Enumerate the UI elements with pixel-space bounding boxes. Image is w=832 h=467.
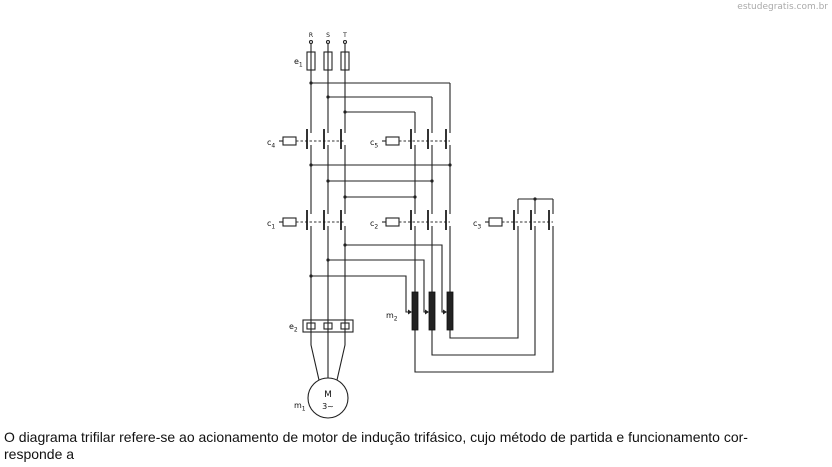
branch-col-450	[449, 83, 519, 339]
motor-symbol-letter: M	[324, 390, 332, 400]
overload-relay-label: e2	[289, 322, 298, 334]
fuse-r	[306, 51, 316, 71]
coil-c3	[488, 217, 503, 227]
contactor-c5: c5	[370, 129, 450, 150]
motor-m1: M 3~ m1	[294, 377, 349, 419]
contactor-c3-label: c3	[473, 219, 481, 231]
autotransformer-winding-1	[411, 291, 419, 331]
fuse-t	[340, 51, 350, 71]
supply-terminals	[308, 39, 348, 45]
terminal-s	[325, 39, 331, 45]
conductor-t	[336, 43, 346, 381]
contactor-c1: c1	[267, 210, 345, 231]
phase-label-t: T	[342, 32, 347, 39]
terminal-t	[342, 39, 348, 45]
junction	[413, 195, 417, 199]
phase-conductors	[310, 43, 346, 381]
question-line-1: O diagrama trifilar refere-se ao acionam…	[4, 429, 748, 445]
contactor-c5-label: c5	[370, 138, 378, 150]
junction	[343, 110, 347, 114]
contacts-c5	[410, 129, 447, 149]
junction	[533, 197, 537, 201]
star-bridge-c3	[517, 198, 554, 214]
junction	[309, 81, 313, 85]
three-phase-wiring-diagram: R S T e1	[267, 32, 554, 419]
coil-c5	[385, 136, 400, 146]
contactor-c3: c3	[473, 210, 553, 231]
contactor-c1-label: c1	[267, 219, 275, 231]
coil-c1	[282, 217, 297, 227]
junction	[430, 179, 434, 183]
junction	[448, 163, 452, 167]
autotransformer-winding-3	[446, 291, 454, 331]
bus-upper	[311, 82, 450, 113]
autotransformer-m2: m2	[386, 291, 454, 331]
thermal-element-t	[340, 322, 350, 330]
junction	[309, 274, 313, 278]
phase-label-s: S	[326, 32, 330, 39]
junction	[343, 195, 347, 199]
contacts-c2	[410, 210, 447, 230]
motor-symbol	[307, 377, 349, 419]
autotransformer-winding-2	[428, 291, 436, 331]
fuse-s	[323, 51, 333, 71]
motor-label: m1	[294, 401, 306, 413]
junction	[326, 95, 330, 99]
junction	[309, 163, 313, 167]
thermal-element-r	[306, 322, 316, 330]
tap-arrow-2	[425, 309, 429, 315]
coil-c2	[385, 217, 400, 227]
phase-label-r: R	[309, 32, 313, 39]
contactor-c2: c2	[370, 210, 450, 231]
phase-labels: R S T	[309, 32, 347, 39]
junction	[326, 179, 330, 183]
thermal-element-s	[323, 322, 333, 330]
contactor-c4: c4	[267, 129, 345, 150]
contacts-c4	[306, 129, 342, 149]
question-line-2: responde a	[4, 446, 75, 462]
tap-arrow-3	[443, 309, 447, 315]
junction	[326, 258, 330, 262]
terminal-r	[308, 39, 314, 45]
autotransformer-label: m2	[386, 311, 398, 323]
branch-col-415	[414, 112, 554, 373]
contactor-c2-label: c2	[370, 219, 378, 231]
watermark: estudegratis.com.br	[737, 2, 828, 12]
fuse-label: e1	[294, 57, 303, 69]
bus-middle	[311, 164, 450, 198]
fuses-e1: e1	[294, 51, 350, 71]
tap-arrow-1	[408, 309, 412, 315]
contactor-c4-label: c4	[267, 138, 275, 150]
contacts-c1	[306, 210, 342, 230]
junction	[343, 243, 347, 247]
junction-dots	[309, 81, 537, 278]
overload-relay-body	[302, 319, 354, 333]
overload-relay-e2: e2	[289, 319, 354, 334]
contacts-c3	[513, 210, 550, 230]
motor-type: 3~	[322, 402, 334, 411]
autotransformer-taps	[311, 244, 445, 313]
coil-c4	[282, 136, 297, 146]
question-text: O diagrama trifilar refere-se ao acionam…	[4, 429, 830, 463]
conductor-r	[310, 43, 320, 381]
